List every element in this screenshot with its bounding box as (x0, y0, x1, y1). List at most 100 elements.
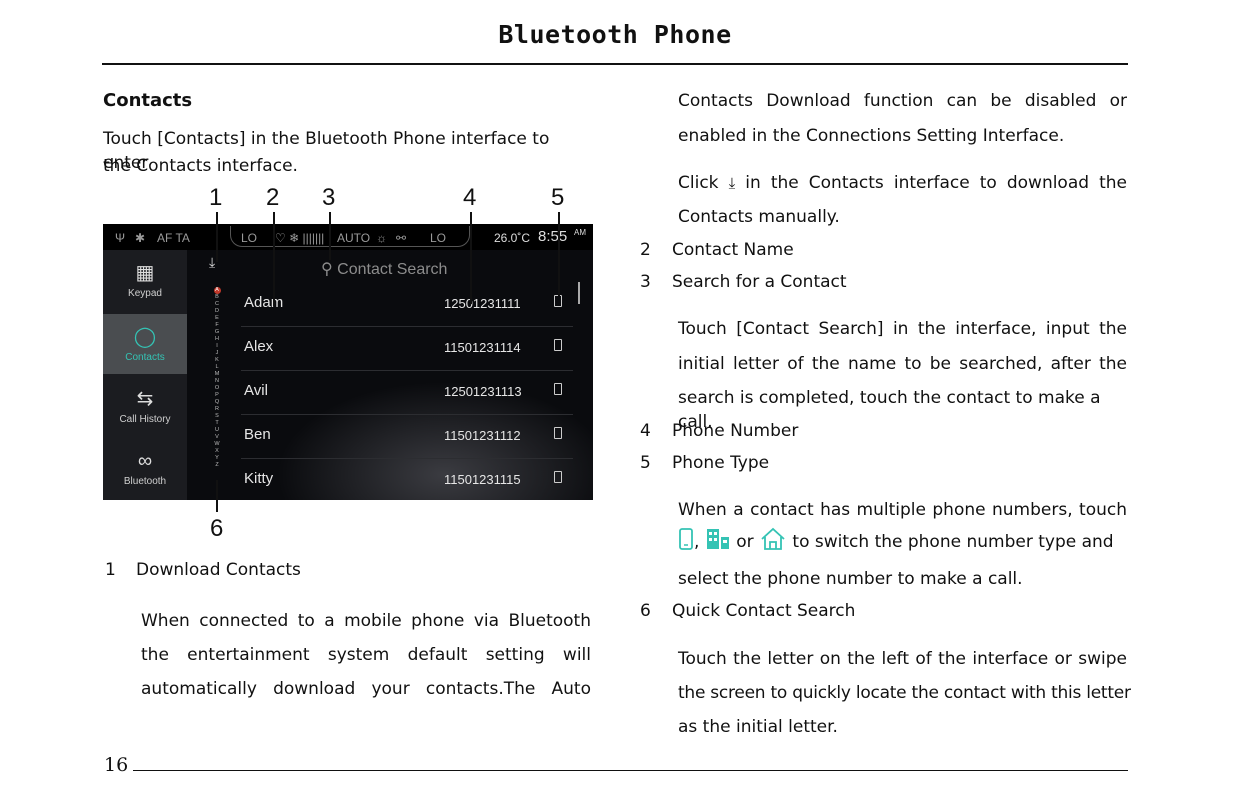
title-rule (102, 63, 1128, 65)
alphabet-letter[interactable]: S (215, 413, 219, 419)
callout-line-6 (216, 480, 218, 512)
contact-row[interactable]: Ben 11501231112 (241, 414, 573, 459)
item-title-download-contacts: Download Contacts (136, 560, 301, 580)
contact-number: 12501231113 (444, 384, 522, 399)
status-auto: AUTO (337, 231, 371, 245)
p4-rest: to switch the phone number type and (792, 532, 1114, 552)
alphabet-letter[interactable]: R (215, 406, 219, 412)
contact-name: Avil (244, 382, 268, 399)
alphabet-letter[interactable]: N (215, 378, 219, 384)
sidebar-item-call-history[interactable]: ⇆ Call History (103, 376, 187, 436)
arrows-icon: ⇆ (136, 388, 154, 410)
mobile-phone-icon[interactable] (554, 339, 562, 351)
callout-label-2: 2 (266, 184, 280, 211)
contact-number: 11501231115 (444, 472, 521, 487)
callout-label-5: 5 (551, 184, 565, 211)
contact-name: Adam (244, 294, 284, 311)
item-number-4: 4 (640, 421, 651, 441)
car-icon: ⚯ (396, 231, 407, 245)
p5-line: Touch the letter on the left of the inte… (678, 649, 1127, 669)
mobile-phone-icon[interactable] (554, 383, 562, 395)
sidebar-item-label: Keypad (128, 288, 162, 299)
item1-text-line: automatically download your contacts.The… (141, 679, 591, 699)
alphabet-letter[interactable]: D (215, 308, 219, 314)
callout-line-4 (470, 212, 472, 304)
callout-line-3 (329, 212, 331, 260)
search-icon: ⚲ (321, 261, 333, 278)
alphabet-letter[interactable]: U (215, 427, 219, 433)
alphabet-letter[interactable]: J (215, 350, 219, 356)
sidebar: ▦ Keypad ◯ Contacts ⇆ Call History ∞ Blu… (103, 250, 187, 500)
alphabet-letter[interactable]: O (214, 385, 220, 391)
alphabet-letter[interactable]: B (215, 294, 219, 300)
contact-row[interactable]: Avil 12501231113 (241, 370, 573, 415)
p3-line: initial letter of the name to be searche… (678, 354, 1127, 374)
p4-or: or (736, 532, 754, 552)
alphabet-letter[interactable]: C (215, 301, 219, 307)
sidebar-item-bluetooth[interactable]: ∞ Bluetooth (103, 438, 187, 498)
contact-search-input[interactable]: ⚲ Contact Search (321, 259, 447, 279)
alphabet-index[interactable]: A B C D E F G H I J K L M N O P Q R S T … (212, 287, 222, 469)
alphabet-letter[interactable]: M (214, 371, 220, 377)
contact-row[interactable]: Adam 12501231111 (241, 282, 573, 327)
mobile-phone-icon[interactable] (554, 295, 562, 307)
p4-line-3: select the phone number to make a call. (678, 569, 1023, 589)
alphabet-letter[interactable]: I (216, 343, 218, 349)
alphabet-letter[interactable]: E (215, 315, 219, 321)
p4-line-2: , or to switch the phone number type and (678, 527, 1130, 554)
item1-text-line: When connected to a mobile phone via Blu… (141, 611, 591, 631)
item-number-3: 3 (640, 272, 651, 292)
alphabet-letter[interactable]: W (214, 441, 220, 447)
item-title-search-contact: Search for a Contact (672, 272, 847, 292)
alphabet-letter[interactable]: V (215, 434, 219, 440)
page-number: 16 (104, 754, 129, 776)
p3-line: Touch [Contact Search] in the interface,… (678, 319, 1127, 339)
mobile-phone-icon[interactable] (554, 471, 562, 483)
alphabet-letter[interactable]: A (213, 287, 221, 294)
sidebar-item-keypad[interactable]: ▦ Keypad (103, 250, 187, 310)
alphabet-letter[interactable]: P (215, 392, 219, 398)
contact-row[interactable]: Kitty 11501231115 (241, 458, 573, 500)
p2-rest: in the Contacts interface to download th… (745, 173, 1127, 193)
link-icon: ∞ (137, 450, 153, 472)
contacts-screenshot: Ψ ✱ AF TA LO ♡ ❄ ||||||| AUTO ☼ ⚯ LO 26.… (103, 224, 593, 500)
alphabet-letter[interactable]: Q (214, 399, 220, 405)
item-number-2: 2 (640, 240, 651, 260)
intro-line-1: Touch [Contacts] in the Bluetooth Phone … (103, 129, 550, 173)
alphabet-letter[interactable]: G (214, 329, 220, 335)
alphabet-letter[interactable]: K (215, 357, 219, 363)
alphabet-letter[interactable]: Y (215, 455, 219, 461)
list-scrollbar[interactable] (578, 282, 580, 304)
callout-line-2 (273, 212, 275, 306)
callout-label-3: 3 (322, 184, 336, 211)
alphabet-letter[interactable]: H (215, 336, 219, 342)
alphabet-letter[interactable]: Z (215, 462, 219, 468)
callout-line-1 (216, 212, 218, 262)
contact-row[interactable]: Alex 11501231114 (241, 326, 573, 371)
item-number-1: 1 (105, 560, 116, 580)
temperature: 26.0˚C (494, 231, 531, 245)
p2-line-1: Click ⤓ in the Contacts interface to dow… (678, 171, 1127, 195)
alphabet-letter[interactable]: L (215, 364, 219, 370)
alphabet-letter[interactable]: F (215, 322, 219, 328)
sidebar-item-contacts[interactable]: ◯ Contacts (103, 314, 187, 374)
item-title-contact-name: Contact Name (672, 240, 794, 260)
status-af-ta: AF TA (157, 231, 190, 245)
contact-number: 11501231114 (444, 340, 521, 355)
status-bar: Ψ ✱ AF TA LO ♡ ❄ ||||||| AUTO ☼ ⚯ LO 26.… (103, 224, 593, 250)
item-number-5: 5 (640, 453, 651, 473)
download-icon[interactable]: ⤓ (209, 254, 216, 270)
climate-pill (230, 226, 470, 247)
p5-line: the screen to quickly locate the contact… (678, 683, 1131, 703)
status-lo-left: LO (241, 231, 258, 245)
contact-name: Alex (244, 338, 274, 355)
alphabet-letter[interactable]: T (215, 420, 219, 426)
alphabet-letter[interactable]: X (215, 448, 219, 454)
contact-name: Kitty (244, 470, 274, 487)
usb-icon: Ψ (115, 231, 126, 245)
seat-fan-icon: ♡ ❄ ||||||| (275, 231, 325, 245)
contact-name: Ben (244, 426, 271, 443)
clock-time: 8:55 (538, 228, 568, 245)
mobile-phone-icon[interactable] (554, 427, 562, 439)
background-glow (263, 374, 593, 500)
